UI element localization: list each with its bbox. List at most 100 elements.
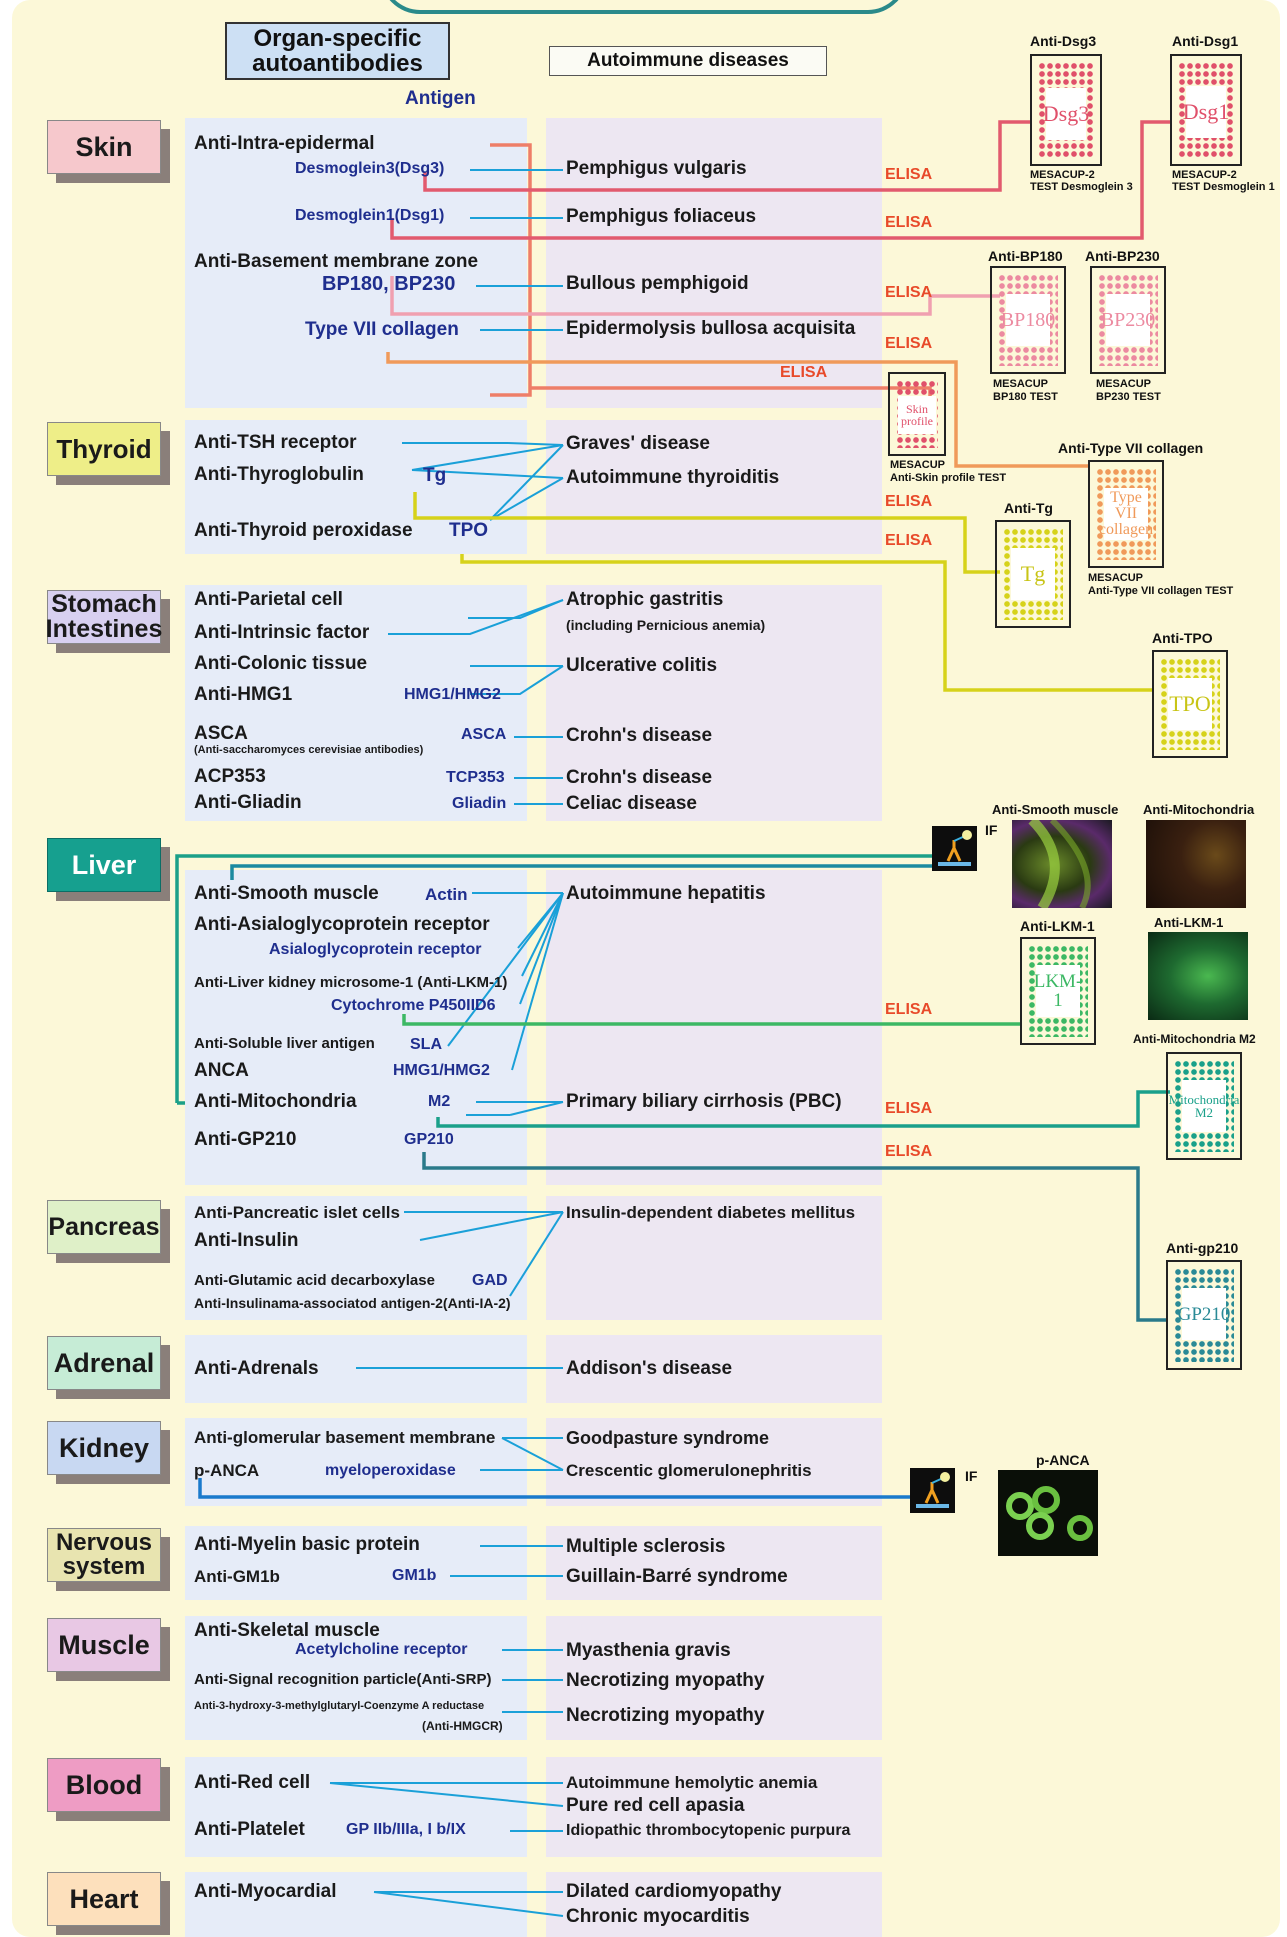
kit-skin-label-1: Skin xyxy=(905,402,928,416)
elisa-label: ELISA xyxy=(885,1100,933,1117)
organ-blood-label: Blood xyxy=(65,1769,143,1800)
liver-antigen-cyp: Cytochrome P450IID6 xyxy=(331,997,496,1014)
kit-type7-label: Type VII collagen xyxy=(1099,488,1153,540)
stomach-antigen-tcp353: TCP353 xyxy=(446,769,505,786)
organ-system-label: system xyxy=(62,1553,146,1580)
kit-tg: Tg xyxy=(995,520,1071,628)
kit-type7-label-1: Type VII xyxy=(1110,489,1142,522)
stomach-disease-celiac: Celiac disease xyxy=(566,793,697,814)
kit-bp230-label: BP230 xyxy=(1101,294,1155,346)
organ-stomach-label: Stomach xyxy=(51,590,157,618)
blood-disease-prca: Pure red cell apasia xyxy=(566,1795,745,1816)
pancreas-disease-panel xyxy=(546,1196,882,1320)
header-diseases: Autoimmune diseases xyxy=(549,46,827,76)
muscle-disease-myasthenia: Myasthenia gravis xyxy=(566,1640,731,1661)
organ-thyroid: Thyroid xyxy=(47,422,161,476)
thyroid-disease-autoimmune-thyroiditis: Autoimmune thyroiditis xyxy=(566,467,780,488)
skin-disease-bullous-pemphigoid: Bullous pemphigoid xyxy=(566,273,749,294)
skin-disease-eba: Epidermolysis bullosa acquisita xyxy=(566,318,856,339)
organ-muscle-label: Muscle xyxy=(58,1629,150,1660)
kit-dsg3: Dsg3 xyxy=(1030,54,1102,166)
kidney-antibody-gbm: Anti-glomerular basement membrane xyxy=(194,1428,496,1447)
stomach-antibody-hmg1: Anti-HMG1 xyxy=(194,684,293,705)
kit-dsg1-sub2: TEST Desmoglein 1 xyxy=(1172,181,1275,193)
skin-antibody-1: Anti-Intra-epidermal xyxy=(194,133,375,154)
organ-liver-label: Liver xyxy=(71,849,137,880)
adrenal-disease-panel xyxy=(546,1335,882,1403)
liver-antibody-panel xyxy=(185,870,527,1185)
muscle-antibody-hmgcr-abbr: (Anti-HMGCR) xyxy=(422,1719,503,1733)
organ-pancreas: Pancreas xyxy=(47,1200,161,1254)
fluorescence-pattern xyxy=(1028,816,1091,911)
kit-bp180-sub2: BP180 TEST xyxy=(993,391,1058,403)
kit-gp210: GP210 xyxy=(1166,1260,1242,1370)
kit-dsg1-label: Dsg1 xyxy=(1183,86,1229,138)
skin-disease-pemphigus-foliaceus: Pemphigus foliaceus xyxy=(566,206,757,227)
kit-m2-label: Mitochondria M2 xyxy=(1169,1080,1239,1132)
liver-antibody-gp210: Anti-GP210 xyxy=(194,1129,297,1150)
liver-antibody-mitochondria: Anti-Mitochondria xyxy=(194,1091,357,1112)
blood-disease-aiha: Autoimmune hemolytic anemia xyxy=(566,1773,818,1792)
liver-disease-autoimmune-hepatitis: Autoimmune hepatitis xyxy=(566,883,766,904)
muscle-antigen-achr: Acetylcholine receptor xyxy=(295,1641,468,1658)
nervous-antibody-panel xyxy=(185,1526,527,1600)
kit-type7-label-2: collagen xyxy=(1098,521,1154,538)
kit-type7-sub1: MESACUP xyxy=(1088,572,1144,584)
stomach-antibody-gliadin: Anti-Gliadin xyxy=(194,792,302,813)
elisa-label: ELISA xyxy=(885,166,933,183)
muscle-disease-necrotizing-1: Necrotizing myopathy xyxy=(566,1670,765,1691)
stomach-antibody-asca-note: (Anti-saccharomyces cerevisiae antibodie… xyxy=(194,744,424,756)
stomach-antigen-gliadin: Gliadin xyxy=(452,795,507,812)
pancreas-antibody-insulin: Anti-Insulin xyxy=(194,1230,299,1251)
kidney-disease-panel xyxy=(546,1418,882,1506)
skin-antigen-dsg1: Desmoglein1(Dsg1) xyxy=(295,207,445,224)
kit-bp180-sub1: MESACUP xyxy=(993,378,1049,390)
stomach-antibody-intrinsic: Anti-Intrinsic factor xyxy=(194,622,370,643)
nervous-antibody-gm1b: Anti-GM1b xyxy=(194,1567,280,1586)
liver-antigen-gp210: GP210 xyxy=(404,1131,454,1148)
stomach-antigen-asca: ASCA xyxy=(461,726,507,743)
kit-tg-label: Tg xyxy=(1011,548,1055,600)
kit-bp230-sub1: MESACUP xyxy=(1096,378,1152,390)
liver-antibody-lkm1: Anti-Liver kidney microsome-1 (Anti-LKM-… xyxy=(194,974,508,991)
stomach-disease-note: (including Pernicious anemia) xyxy=(566,617,766,633)
organ-skin: Skin xyxy=(47,120,161,174)
kidney-disease-crescentic-gn: Crescentic glomerulonephritis xyxy=(566,1461,812,1480)
skin-antigen-type7: Type VII collagen xyxy=(305,319,459,340)
kit-m2-label-1: Mitochondria xyxy=(1168,1092,1240,1107)
kit-skin-sub2: Anti-Skin profile TEST xyxy=(890,472,1007,484)
photo-panca xyxy=(998,1470,1098,1556)
pancreas-antibody-islet: Anti-Pancreatic islet cells xyxy=(194,1203,400,1222)
organ-pancreas-label: Pancreas xyxy=(48,1212,160,1241)
photo-lkm1 xyxy=(1148,932,1248,1020)
photo-panca-title: p-ANCA xyxy=(1036,1452,1090,1468)
photo-mitochondria xyxy=(1146,820,1246,908)
immunofluorescence-icon xyxy=(932,826,977,871)
kit-bp230-title: Anti-BP230 xyxy=(1085,248,1160,264)
thyroid-connectors xyxy=(413,492,1152,692)
thyroid-antibody-tsh: Anti-TSH receptor xyxy=(194,432,357,453)
blood-antibody-panel xyxy=(185,1757,527,1857)
kit-dsg3-sub2: TEST Desmoglein 3 xyxy=(1030,181,1133,193)
kidney-antibody-panel xyxy=(185,1418,527,1506)
organ-heart: Heart xyxy=(47,1872,161,1926)
skin-antigen-dsg3: Desmoglein3(Dsg3) xyxy=(295,160,445,177)
elisa-label: ELISA xyxy=(885,1001,933,1018)
liver-disease-pbc: Primary biliary cirrhosis (PBC) xyxy=(566,1091,842,1112)
kit-skin-label: Skin profile xyxy=(898,396,936,434)
heart-disease-panel xyxy=(546,1872,882,1937)
kit-lkm1-label: LKM-1 xyxy=(1034,965,1082,1017)
kit-tg-title: Anti-Tg xyxy=(1004,500,1053,516)
kit-dsg3-label: Dsg3 xyxy=(1043,88,1089,140)
liver-antigen-hmg: HMG1/HMG2 xyxy=(393,1062,490,1079)
organ-blood: Blood xyxy=(47,1758,161,1812)
liver-antigen-m2: M2 xyxy=(428,1093,451,1110)
thyroid-antibody-tg: Anti-Thyroglobulin xyxy=(194,464,364,485)
stomach-disease-crohns-1: Crohn's disease xyxy=(566,725,713,746)
kit-bp180-label: BP180 xyxy=(1001,294,1055,346)
photo-lkm1-title: Anti-LKM-1 xyxy=(1154,915,1224,930)
header-antigen: Antigen xyxy=(405,88,476,109)
kit-tpo-label: TPO xyxy=(1168,678,1212,730)
